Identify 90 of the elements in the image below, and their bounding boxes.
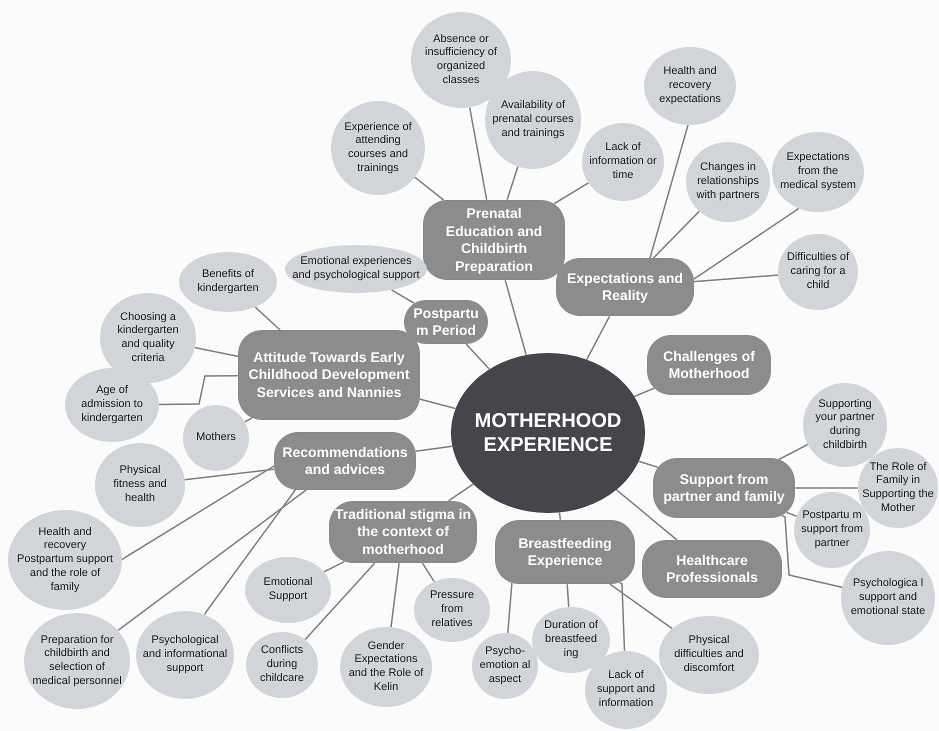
connector-line (649, 124, 689, 259)
subtopic-circle (95, 443, 185, 527)
subtopic-label: Mothers (195, 431, 237, 445)
connector-line (194, 346, 238, 358)
subtopic-label: Health and recovery expectations (658, 65, 722, 107)
subtopic-label: Difficulties of caring for a child (786, 251, 850, 293)
connector-line (468, 107, 488, 200)
subtopic-label: Physical difficulties and discomfort (673, 634, 745, 676)
subtopic-label: Pressure from relatives (428, 589, 476, 631)
category-pill (423, 200, 565, 280)
category-pill (404, 300, 488, 344)
subtopic-label: Preparation for childbirth and selection of medical personnel (31, 634, 123, 688)
subtopic-label: Emotional experiences and psychological support (292, 255, 420, 283)
connector-line (304, 562, 376, 640)
connector-line (616, 489, 678, 541)
connector-line (414, 176, 444, 201)
category-label: Support from partner and family (662, 470, 786, 506)
connector-line (184, 468, 274, 481)
category-pill (274, 432, 416, 490)
subtopic-label: Health and recovery Postpartum support and the role of family (17, 526, 113, 594)
category-label: Attitude Towards Early Childhood Development Services and Nannies (248, 348, 410, 402)
subtopic-label: Supporting your partner during childbirth (814, 398, 876, 452)
subtopic-label: Experience of attending courses and trainings (343, 120, 413, 176)
category-pill (653, 458, 795, 518)
subtopic-label: Emotional Support (262, 576, 314, 604)
connector-line (786, 512, 797, 517)
subtopic-label: Postpartu m support from partner (800, 509, 864, 551)
connector-line (390, 562, 400, 628)
connector-line (586, 316, 610, 360)
category-label: Prenatal Education and Childbirth Preparation (444, 205, 544, 275)
connector-line (448, 483, 474, 502)
connector-line (693, 208, 799, 280)
subtopic-label: Physical fitness and health (112, 464, 168, 506)
connector-line (244, 417, 252, 422)
category-label: Challenges of Motherhood (662, 348, 756, 382)
subtopic-label: Psychologica l support and emotional state (850, 577, 926, 619)
connector-line (507, 581, 513, 633)
category-label: Healthcare Professionals (665, 552, 759, 586)
connector-line (609, 583, 672, 630)
connector-line (634, 388, 654, 398)
connector-line (504, 280, 527, 356)
category-pill (642, 540, 782, 598)
connector-line (254, 306, 281, 331)
connector-line (204, 488, 298, 615)
connector-line (506, 166, 519, 200)
subtopic-label: Psychological and informational support (142, 634, 228, 676)
category-label: Traditional stigma in the context of motherhood (334, 506, 472, 558)
connector-line (466, 344, 490, 370)
subtopic-circle (245, 557, 331, 623)
subtopic-label: Changes in relationships with partners (696, 161, 760, 203)
subtopic-label: Gender Expectations and the Role of Kelin (348, 640, 424, 694)
category-label: Expectations and Reality (566, 270, 684, 304)
connector-line (554, 182, 589, 204)
connector-line (652, 210, 700, 258)
subtopic-label: Lack of information or time (588, 141, 658, 183)
subtopic-label: Lack of support and information (596, 669, 656, 711)
subtopic-circle (414, 578, 490, 642)
subtopic-label: Duration of breastfeed ing (543, 619, 599, 661)
subtopic-label: Absence or insufficiency of organized classes (424, 32, 498, 88)
connector-line (420, 398, 456, 410)
category-label: Breastfeeding Experience (517, 534, 613, 570)
connector-line (422, 562, 435, 582)
connector-line (391, 289, 414, 304)
subtopic-label: Age of admission to kindergarten (80, 384, 144, 426)
connector-line (619, 582, 626, 651)
connector-line (118, 489, 307, 631)
connector-line (416, 445, 452, 452)
connector-line (795, 487, 858, 489)
category-pill (556, 258, 694, 316)
subtopic-label: Psycho- emotion al aspect (478, 645, 532, 687)
connector-line (558, 512, 562, 520)
subtopic-label: Conflicts during childcare (258, 644, 306, 686)
subtopic-label: The Role of Family in Supporting the Mother (862, 460, 934, 516)
connector-line (324, 560, 345, 573)
connector-line (781, 514, 842, 588)
connector-line (778, 444, 808, 460)
subtopic-label: Benefits of kindergarten (196, 268, 260, 296)
subtopic-circle (183, 405, 249, 471)
connector-line (638, 460, 658, 468)
subtopic-label: Choosing a kindergarten and quality criteria (116, 310, 180, 366)
subtopic-label: Availability of prenatal courses and trainings (492, 99, 574, 141)
central-topic-label: MOTHERHOOD EXPERIENCE (474, 409, 622, 457)
category-label: Postpartu m Period (412, 304, 480, 340)
subtopic-label: Expectations from the medical system (779, 151, 857, 193)
connector-line (158, 374, 238, 406)
connector-line (566, 584, 570, 607)
category-pill (647, 335, 771, 395)
category-pill (495, 520, 635, 584)
connector-line (694, 274, 778, 282)
category-label: Recommendations and advices (281, 444, 409, 478)
